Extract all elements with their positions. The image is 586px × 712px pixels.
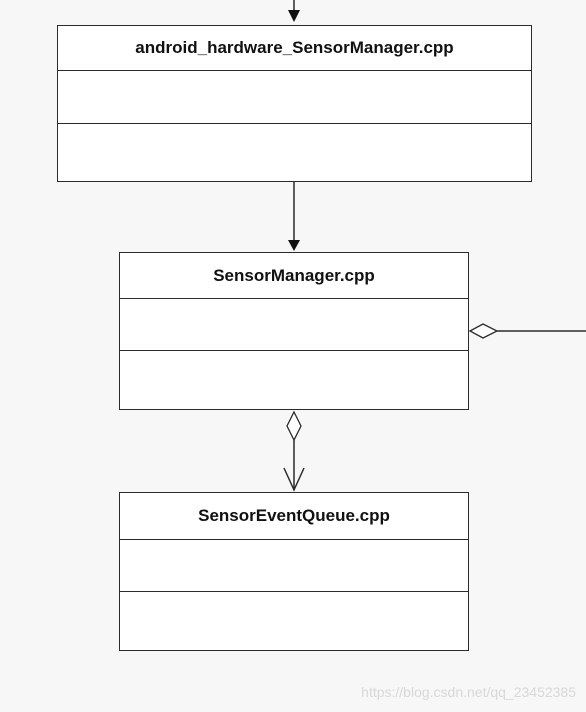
class-title-sensormanager: SensorManager.cpp bbox=[120, 253, 468, 299]
class-methods-section bbox=[58, 124, 531, 181]
aggregation-open-arrowhead bbox=[283, 467, 305, 492]
class-box-sensoreventqueue: SensorEventQueue.cpp bbox=[119, 492, 469, 651]
class-title-android-hardware-sensormanager: android_hardware_SensorManager.cpp bbox=[58, 26, 531, 71]
class-attributes-section bbox=[58, 71, 531, 124]
class-attributes-section bbox=[120, 299, 468, 351]
watermark-text: https://blog.csdn.net/qq_23452385 bbox=[361, 684, 576, 700]
class-methods-section bbox=[120, 592, 468, 650]
incoming-arrowhead bbox=[288, 10, 300, 22]
class-attributes-section bbox=[120, 540, 468, 592]
lower-aggregation-diamond bbox=[286, 410, 302, 442]
class-box-android-hardware-sensormanager: android_hardware_SensorManager.cpp bbox=[57, 25, 532, 182]
dependency-arrowhead bbox=[288, 240, 300, 251]
right-aggregation-diamond bbox=[468, 323, 499, 339]
class-title-sensoreventqueue: SensorEventQueue.cpp bbox=[120, 493, 468, 540]
class-box-sensormanager: SensorManager.cpp bbox=[119, 252, 469, 410]
class-methods-section bbox=[120, 351, 468, 409]
